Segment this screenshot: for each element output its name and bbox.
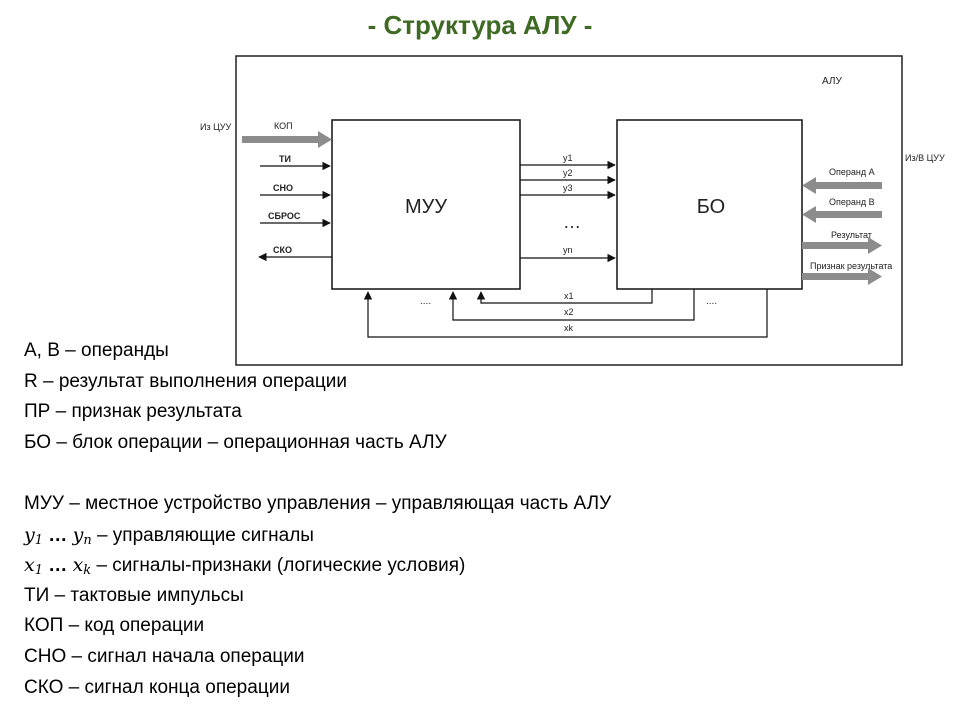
- bo-label: БО: [697, 196, 725, 218]
- alu-frame: [235, 55, 903, 366]
- muu-block: [331, 119, 521, 290]
- muu-label: МУУ: [405, 196, 447, 218]
- operand-b-arrow: [802, 206, 882, 223]
- x1-feedback-line: [476, 289, 653, 304]
- x2-label: x2: [564, 307, 574, 317]
- y1-symbol: y1: [24, 523, 44, 548]
- legend-item-sko: СКО – сигнал конца операции: [24, 676, 290, 698]
- legend-item-sno: СНО – сигнал начала операции: [24, 645, 305, 667]
- result-flag-arrow: [802, 268, 882, 285]
- result-flag-label: Признак результата: [810, 261, 892, 271]
- y1-label: y1: [563, 153, 573, 163]
- y3-label: y3: [563, 183, 573, 193]
- x1-label: x1: [564, 291, 574, 301]
- legend-item-r: R – результат выполнения операции: [24, 370, 347, 392]
- legend-item-muu: МУУ – местное устройство управления – уп…: [24, 492, 612, 514]
- bo-block: [616, 119, 803, 290]
- dots-right: ....: [706, 296, 717, 307]
- xk-label: xk: [564, 323, 574, 333]
- sno-label: СНО: [273, 183, 293, 193]
- legend-item-kop: КОП – код операции: [24, 615, 205, 637]
- sko-label: СКО: [273, 245, 292, 255]
- kop-arrow: [242, 131, 332, 148]
- sbros-label: СБРОС: [268, 211, 301, 221]
- mid-ellipsis: …: [563, 212, 581, 232]
- legend-item-pr: ПР – признак результата: [24, 401, 242, 423]
- yn-label: yn: [563, 245, 573, 255]
- x1-symbol: x1: [24, 554, 43, 579]
- alu-label: АЛУ: [822, 76, 842, 87]
- dots-left: ....: [420, 296, 431, 307]
- legend-item-y: y1 … yn – управляющие сигналы: [24, 523, 314, 548]
- x2-feedback-line: [448, 289, 695, 321]
- page-title: - Структура АЛУ -: [367, 10, 593, 40]
- legend-item-ab: А, В – операнды: [24, 340, 169, 361]
- legend-item-bo: БО – блок операции – операционная часть …: [24, 431, 447, 453]
- xk-symbol: xk: [72, 554, 92, 579]
- operand-a-arrow: [802, 177, 882, 194]
- result-label: Результат: [831, 230, 872, 240]
- legend-spacer: [24, 458, 611, 489]
- to-from-cuu-label: Из/В ЦУУ: [905, 153, 945, 163]
- xk-feedback-line: [363, 289, 768, 338]
- legend-item-x: x1 … xk – сигналы-признаки (логические у…: [24, 554, 466, 579]
- kop-label: КОП: [274, 121, 293, 131]
- result-arrow: [802, 237, 882, 254]
- y2-label: y2: [563, 168, 573, 178]
- ti-label: ТИ: [279, 154, 291, 164]
- operand-a-label: Операнд А: [829, 167, 875, 177]
- yn-symbol: yn: [72, 523, 92, 548]
- operand-b-label: Операнд В: [829, 197, 875, 207]
- legend-list: А, В – операнды R – результат выполнения…: [24, 336, 611, 703]
- from-cuu-label: Из ЦУУ: [200, 122, 231, 132]
- legend-item-ti: ТИ – тактовые импульсы: [24, 584, 244, 606]
